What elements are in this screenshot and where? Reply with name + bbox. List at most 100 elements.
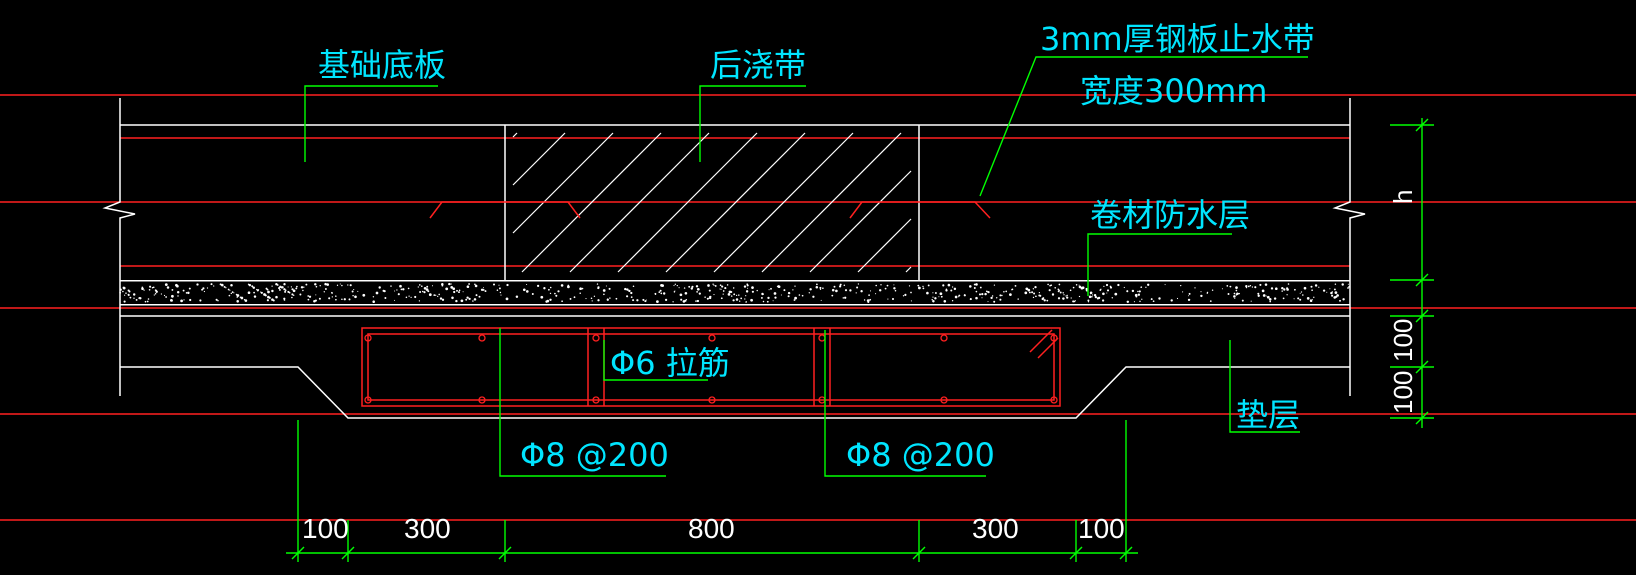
stipple-dot	[1088, 295, 1092, 299]
stipple-dot	[540, 295, 544, 299]
stipple-dot	[259, 291, 262, 293]
leader-post-pour-strip	[699, 85, 806, 162]
stipple-dot	[1101, 299, 1105, 302]
stipple-dot	[750, 298, 753, 302]
stipple-dot	[662, 292, 666, 295]
stipple-dot	[421, 285, 423, 287]
stipple-dot	[431, 285, 434, 287]
stipple-dot	[1265, 295, 1267, 297]
stipple-dot	[1334, 291, 1338, 294]
stipple-dot	[605, 285, 607, 287]
stipple-dot	[278, 288, 281, 291]
rebar-dot-1-0	[478, 334, 486, 342]
stipple-dot	[1245, 284, 1248, 288]
stipple-dot	[963, 294, 966, 297]
stipple-dot	[1065, 295, 1067, 297]
hatch-line-4	[569, 132, 710, 273]
stipple-dot	[166, 286, 170, 289]
stipple-dot	[160, 293, 163, 295]
stipple-dot	[276, 284, 279, 286]
stipple-dot	[439, 297, 443, 300]
stipple-dot	[125, 292, 127, 294]
stipple-dot	[362, 293, 366, 297]
stipple-dot	[437, 295, 439, 297]
stipple-dot	[597, 299, 600, 302]
stipple-dot	[772, 300, 774, 302]
stipple-dot	[857, 283, 860, 285]
hatch-line-8	[761, 132, 902, 273]
stipple-dot	[922, 285, 924, 288]
stipple-dot	[418, 284, 421, 286]
stipple-dot	[427, 290, 430, 293]
stipple-dot	[672, 301, 674, 303]
stipple-dot	[307, 298, 310, 301]
stipple-dot	[522, 288, 526, 292]
stipple-dot	[132, 293, 136, 296]
stipple-dot	[292, 294, 295, 297]
stipple-dot	[910, 300, 912, 302]
stipple-dot	[722, 290, 725, 292]
stipple-dot	[698, 292, 701, 295]
stipple-dot	[985, 290, 988, 293]
stipple-dot	[978, 293, 982, 296]
stipple-dot	[932, 300, 935, 303]
stipple-dot	[284, 289, 287, 292]
stipple-dot	[950, 289, 953, 292]
stipple-dot	[492, 283, 496, 286]
stipple-dot	[268, 296, 271, 299]
trough-outline	[120, 366, 1350, 419]
stipple-dot	[256, 289, 259, 292]
stipple-dot	[149, 285, 152, 288]
stipple-dot	[1078, 284, 1080, 286]
stipple-dot	[1310, 285, 1313, 288]
stipple-dot	[714, 284, 717, 287]
stipple-dot	[445, 287, 449, 291]
stipple-dot	[323, 291, 325, 293]
stipple-dot	[951, 286, 954, 288]
stipple-dot	[1337, 295, 1339, 297]
stipple-dot	[739, 300, 741, 302]
stipple-dot	[908, 285, 911, 287]
stipple-dot	[287, 286, 289, 288]
stipple-dot	[673, 285, 675, 287]
stipple-dot	[1286, 287, 1289, 290]
stipple-dot	[1314, 284, 1318, 287]
stipple-dot	[1182, 291, 1184, 293]
stipple-dot	[455, 299, 458, 303]
stipple-dot	[397, 293, 400, 296]
stipple-dot	[264, 294, 267, 297]
stipple-dot	[987, 301, 989, 303]
stipple-dot	[478, 295, 481, 298]
stipple-dot	[1033, 292, 1036, 295]
stipple-dot	[984, 292, 987, 296]
stipple-dot	[244, 299, 248, 302]
vdim-tick-5	[1415, 411, 1429, 425]
stipple-dot	[793, 299, 796, 301]
stipple-dot	[1059, 291, 1062, 294]
stipple-dot	[1150, 298, 1153, 301]
stipple-dot	[1038, 292, 1040, 294]
stipple-dot	[335, 295, 337, 297]
stipple-dot	[171, 288, 174, 291]
stipple-dot	[1264, 283, 1268, 286]
stipple-dot	[394, 299, 395, 301]
stipple-dot	[201, 288, 204, 291]
stipple-dot	[747, 287, 749, 289]
stipple-dot	[171, 300, 173, 302]
stipple-dot	[213, 285, 215, 287]
stipple-dot	[1051, 293, 1055, 296]
steel-plate-left	[429, 201, 581, 219]
stipple-dot	[1257, 292, 1260, 295]
stipple-dot	[1247, 285, 1250, 288]
stipple-dot	[628, 289, 631, 293]
stipple-dot	[726, 284, 729, 286]
stipple-dot	[423, 286, 427, 290]
stipple-dot	[644, 300, 647, 303]
cage-inner	[367, 333, 1055, 401]
stipple-dot	[295, 287, 298, 290]
stipple-dot	[148, 288, 151, 291]
stipple-dot	[932, 292, 934, 294]
stipple-dot	[189, 298, 192, 302]
stipple-dot	[674, 290, 676, 292]
rebar-dot-2-1	[592, 396, 600, 404]
